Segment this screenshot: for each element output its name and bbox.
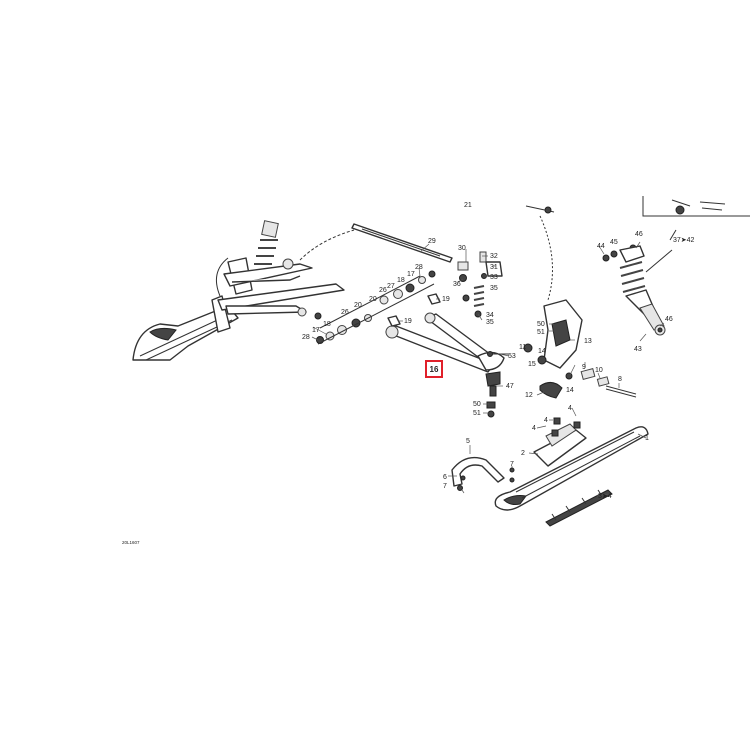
callout-28-a: 28 — [415, 264, 423, 271]
reference-code: 20L1607 — [122, 540, 140, 545]
callout-18-b: 18 — [323, 321, 331, 328]
callout-10: 10 — [595, 367, 603, 374]
bushing-stacks — [314, 270, 436, 345]
callout-5: 5 — [466, 438, 470, 445]
callout-11: 11 — [519, 344, 526, 351]
callout-46-b: 46 — [665, 316, 673, 323]
callout-50-b: 50 — [537, 321, 545, 328]
callout-37-42: 37➤42 — [673, 237, 695, 244]
callout-26-a: 26 — [379, 287, 387, 294]
callout-36: 36 — [453, 281, 461, 288]
lower-a-arm-16 — [385, 312, 508, 418]
callout-45: 45 — [610, 239, 618, 246]
callout-34: 34 — [486, 312, 494, 319]
right-ski-assembly — [494, 417, 649, 527]
callout-7-a: 7 — [443, 483, 447, 490]
callout-17-b: 17 — [312, 327, 320, 334]
callout-16-highlighted: 16 — [430, 365, 439, 374]
callout-19-b: 19 — [404, 318, 412, 325]
callout-17-a: 17 — [407, 271, 415, 278]
callout-51-a: 51 — [473, 410, 481, 417]
callout-53: 53 — [508, 353, 516, 360]
callout-50-a: 50 — [473, 401, 481, 408]
callout-30: 30 — [458, 245, 466, 252]
spindle-hardware — [539, 367, 637, 399]
callout-20-a: 20 — [369, 296, 377, 303]
ski-handle-5 — [451, 456, 515, 491]
callout-3-4: 3➤4 — [598, 493, 612, 500]
inset-detail — [642, 196, 750, 217]
leader-lines — [311, 241, 665, 497]
callout-6: 6 — [443, 474, 447, 481]
callout-28-b: 28 — [302, 334, 310, 341]
callout-51-b: 51 — [537, 329, 545, 336]
callout-19-a: 19 — [442, 296, 450, 303]
callout-4-a: 4 — [568, 405, 572, 412]
callout-18-a: 18 — [397, 277, 405, 284]
callout-15: 15 — [528, 361, 536, 368]
callout-46-a: 46 — [635, 231, 643, 238]
callout-4-c: 4 — [532, 425, 536, 432]
callout-21: 21 — [464, 202, 472, 209]
callout-31: 31 — [490, 264, 498, 271]
callout-13: 13 — [584, 338, 592, 345]
highlight-box — [425, 360, 443, 378]
callout-32: 32 — [490, 253, 498, 260]
callout-4-b: 4 — [544, 417, 548, 424]
callout-35-b: 35 — [486, 319, 494, 326]
callout-47: 47 — [506, 383, 514, 390]
callout-14-b: 14 — [566, 387, 574, 394]
callout-43: 43 — [634, 346, 642, 353]
callout-27: 27 — [387, 283, 395, 290]
callout-35-a: 35 — [490, 285, 498, 292]
callout-26-b: 26 — [341, 309, 349, 316]
sway-bar-rod — [351, 223, 453, 263]
callout-20-b: 20 — [354, 302, 362, 309]
left-ski-assembly — [132, 220, 355, 361]
spindle-13 — [523, 205, 583, 380]
callout-8: 8 — [618, 376, 622, 383]
shock-absorber — [602, 229, 677, 336]
callout-9: 9 — [582, 364, 586, 371]
callout-29: 29 — [428, 238, 436, 245]
callout-33: 33 — [490, 274, 498, 281]
callout-14-a: 14 — [538, 348, 546, 355]
callout-7-b: 7 — [510, 461, 514, 468]
callout-12: 12 — [525, 392, 533, 399]
callout-2: 2 — [521, 450, 525, 457]
upper-link-hardware — [387, 251, 503, 327]
callout-1: 1 — [645, 435, 649, 442]
callout-44: 44 — [597, 243, 605, 250]
callout-labels: 21 29 30 32 31 33 36 35 34 35 19 28 17 1… — [302, 202, 695, 500]
